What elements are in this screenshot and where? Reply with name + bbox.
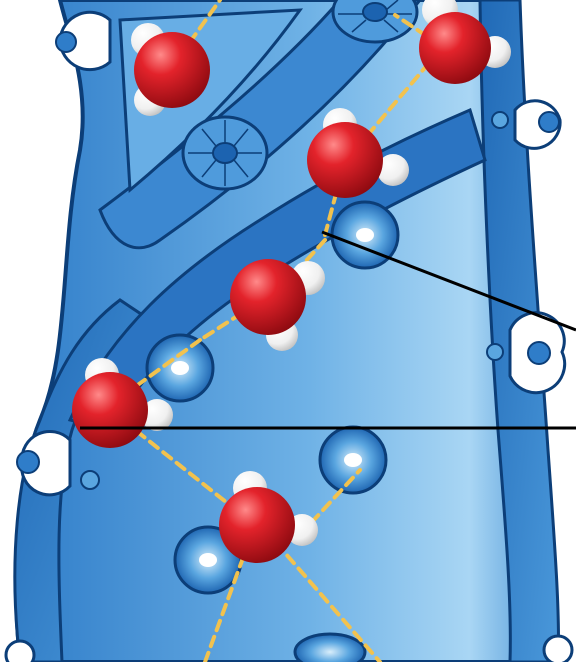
striped-disc: [183, 117, 267, 189]
side-bead: [487, 344, 503, 360]
oxygen-atom: [72, 372, 148, 448]
phosphate-group: [515, 101, 560, 149]
phosphate-group: [510, 313, 565, 393]
oxygen-atom: [307, 122, 383, 198]
side-bead: [81, 471, 99, 489]
oxygen-atom: [419, 12, 491, 84]
base-ring: [295, 634, 365, 662]
base-ring: [147, 335, 213, 401]
oxygen-atom: [230, 259, 306, 335]
oxygen-atom: [134, 32, 210, 108]
base-ring: [320, 427, 386, 493]
side-bead: [492, 112, 508, 128]
oxygen-atom: [219, 487, 295, 563]
